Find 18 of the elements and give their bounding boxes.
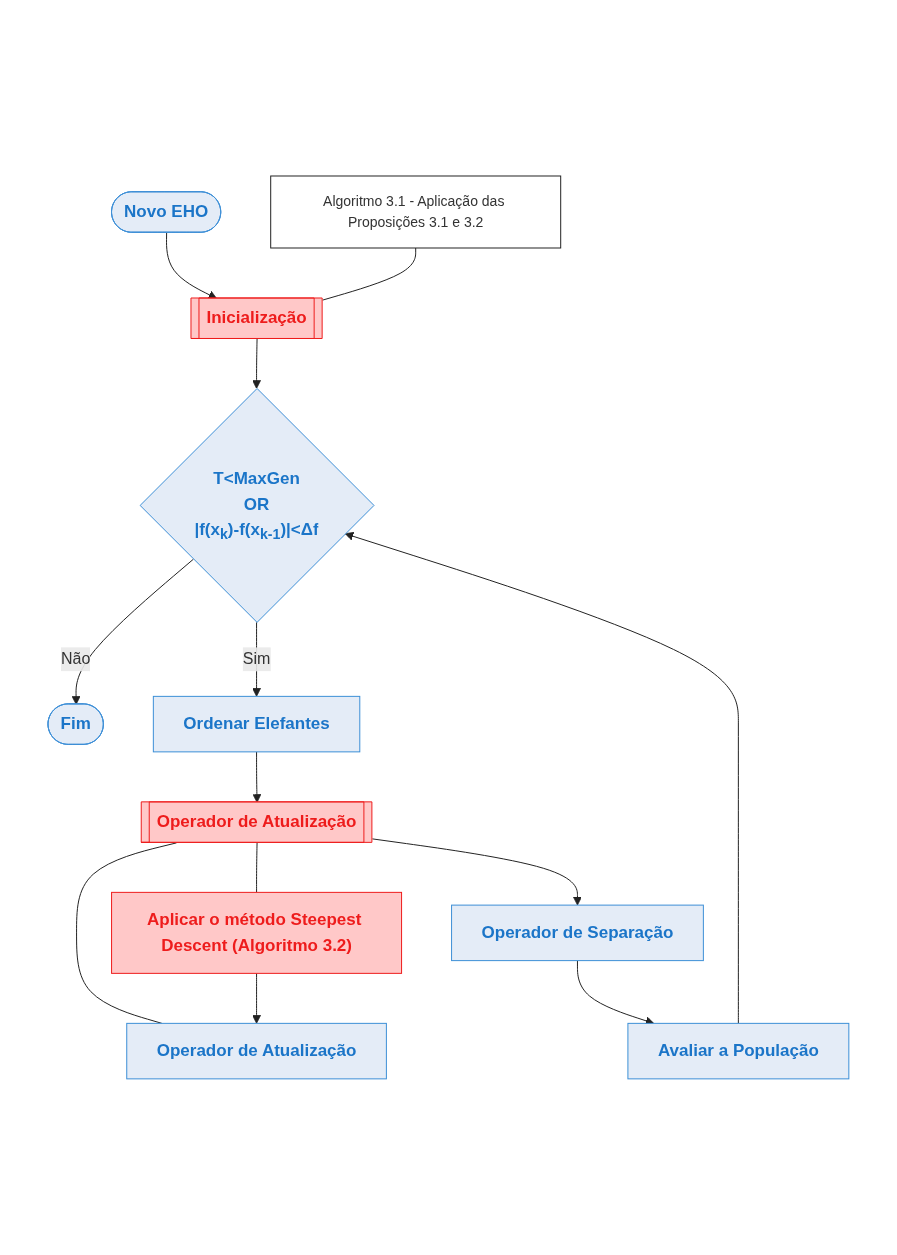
node-box: Avaliar a População (627, 1022, 850, 1080)
arrow (166, 232, 218, 299)
node-diamond: T<MaxGen OR |f(x$_{k}$)-f(x$_{k-1}$)|<Δf (139, 388, 375, 623)
connector (322, 247, 417, 301)
connector (256, 842, 258, 893)
node-box: Aplicar o método Steepest Descent (Algoritmo 3.2) (111, 891, 403, 974)
node-box: Algoritmo 3.1 - Aplicação das Proposições 3.1 e 3.2 (270, 175, 562, 249)
node-box: Operador de Atualização (126, 1022, 387, 1080)
arrow (71, 558, 194, 705)
edge-label: Sim (242, 650, 271, 668)
arrow (252, 751, 262, 803)
arrow (344, 532, 739, 1024)
arrow (252, 972, 262, 1024)
arrow (371, 838, 582, 906)
node-box: Operador de Separação (451, 904, 704, 962)
edge-label: Não (61, 650, 91, 668)
node-box: Ordenar Elefantes (152, 695, 361, 753)
arrow (252, 338, 262, 389)
